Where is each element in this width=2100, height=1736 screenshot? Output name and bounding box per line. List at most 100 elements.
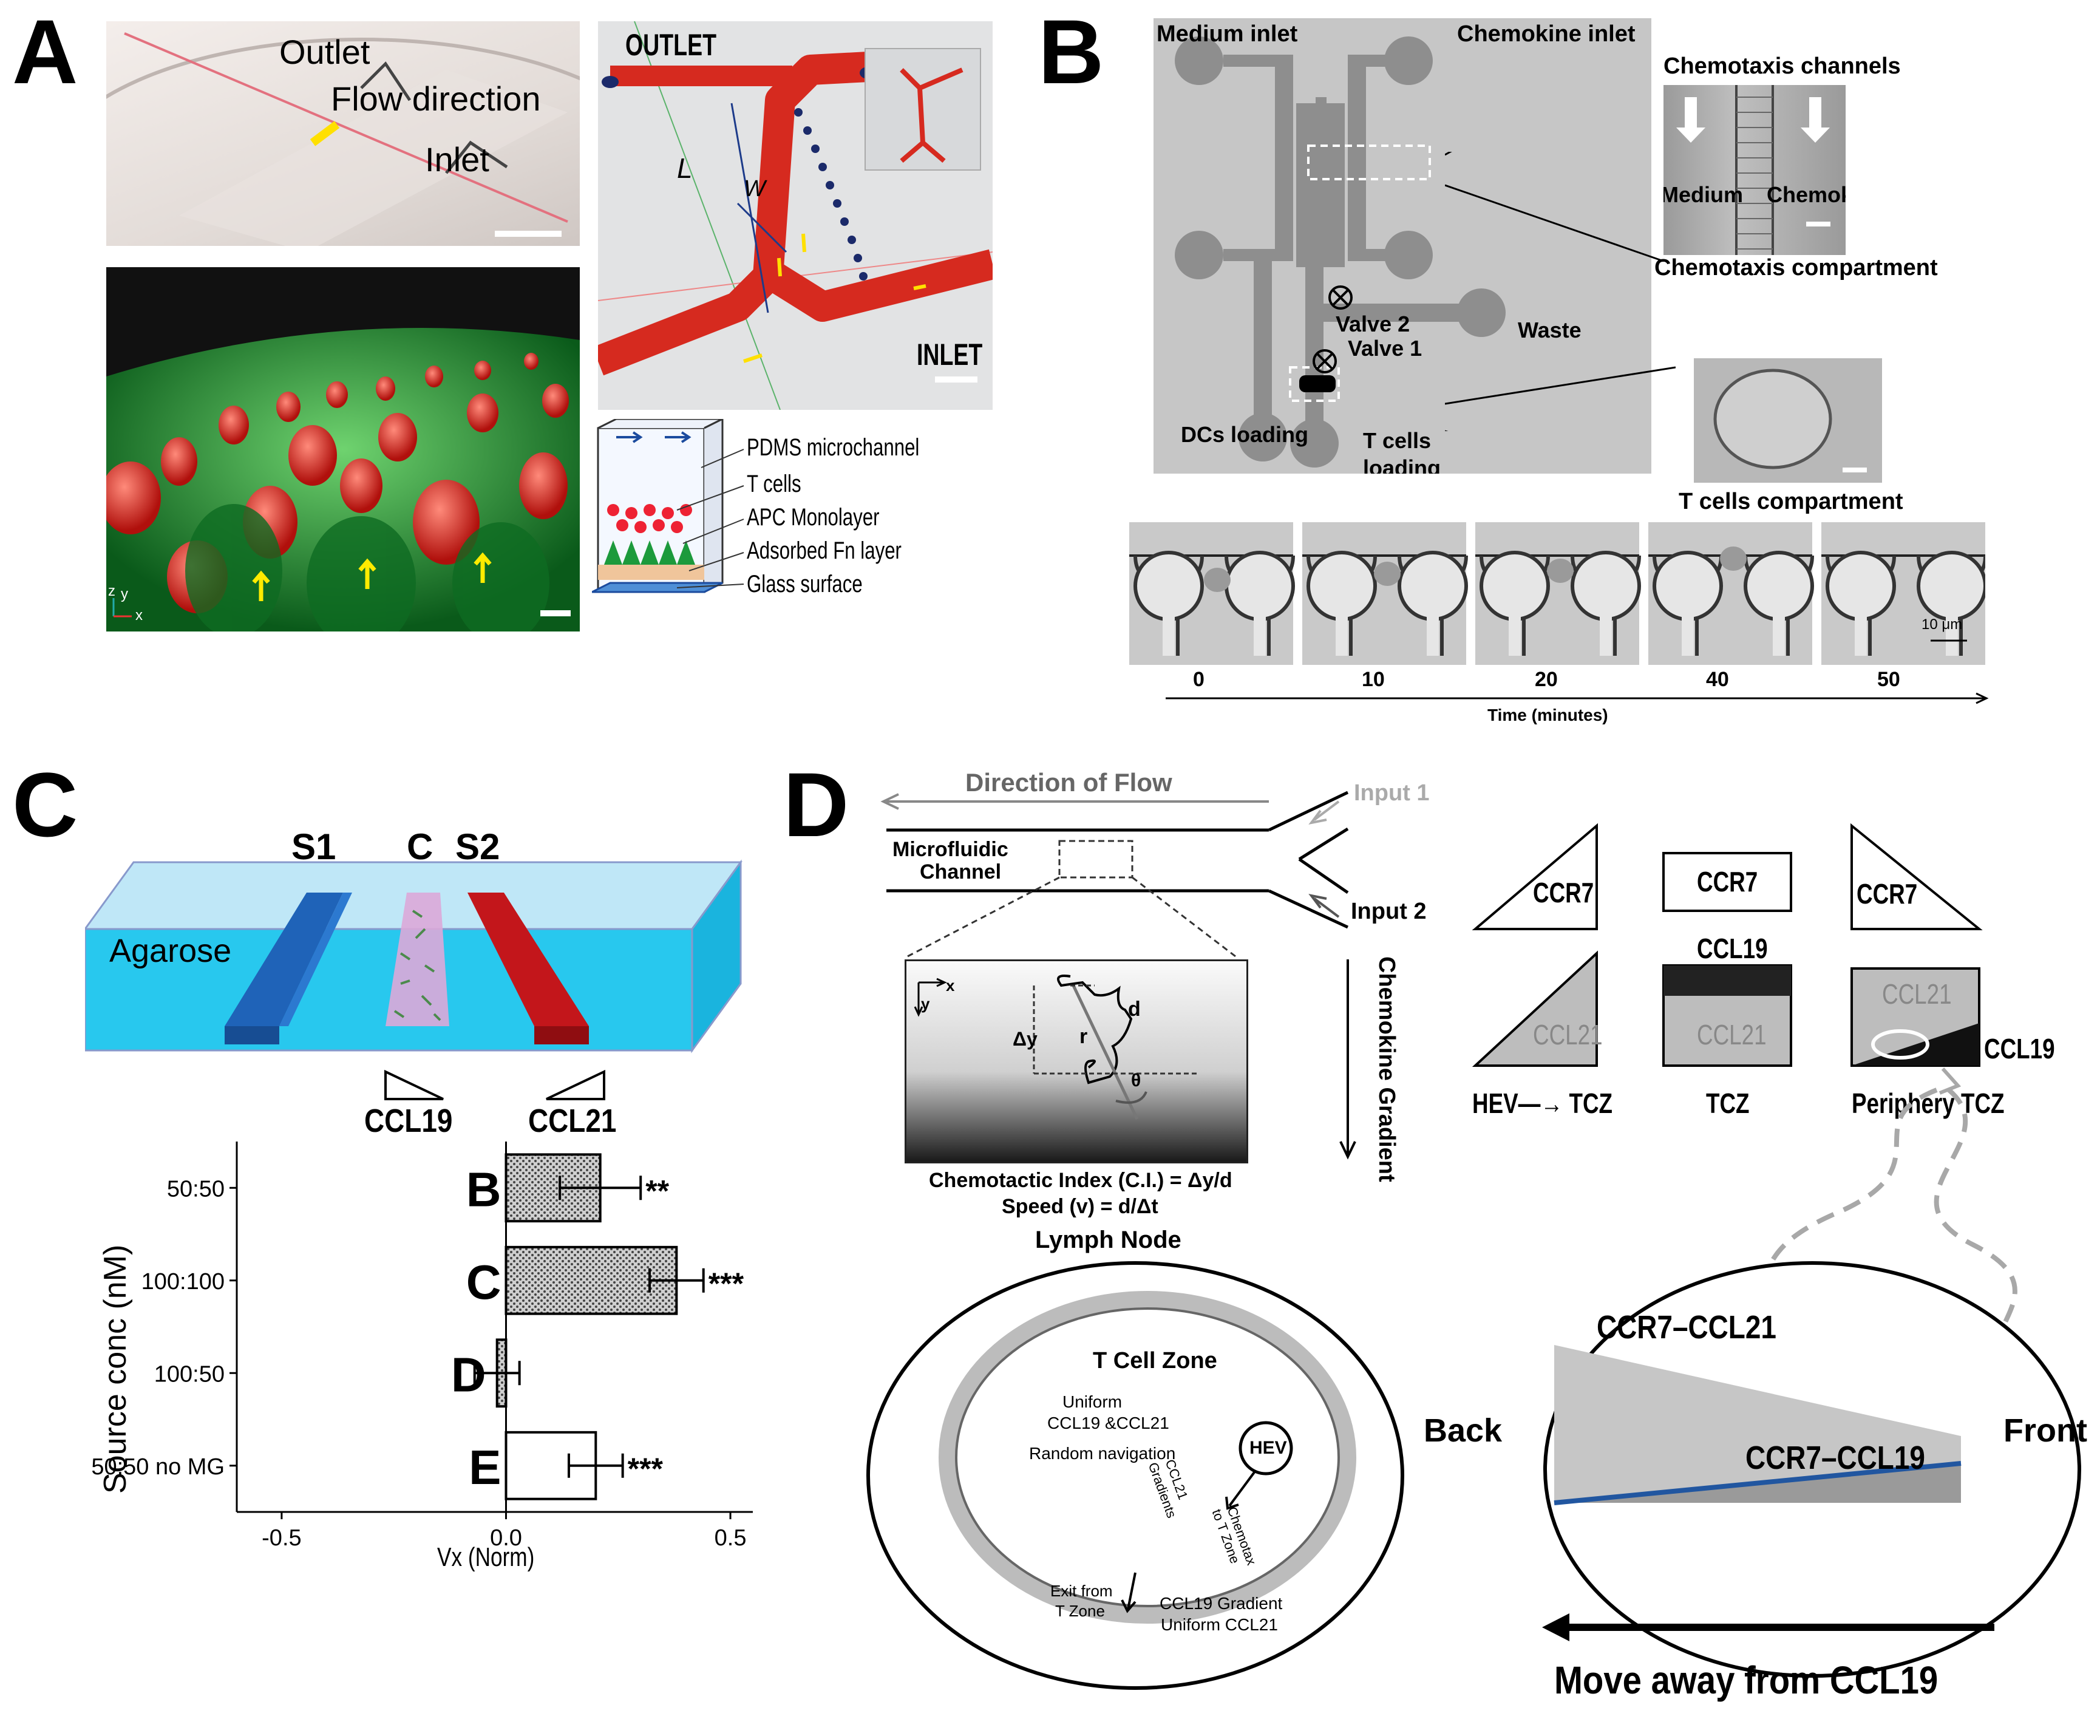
uniform-ccl21-label: Uniform CCL21	[1161, 1615, 1278, 1634]
time-tick-50: 50	[1877, 668, 1900, 691]
axis-x: x	[135, 607, 143, 624]
agarose-label: Agarose	[109, 933, 232, 969]
medium-inlet-label: Medium inlet	[1157, 21, 1298, 47]
ccr7-tcz: CCR7	[1697, 866, 1758, 897]
chemokine-label: Chemokine	[1767, 182, 1846, 207]
category-label: 100:50	[154, 1361, 225, 1387]
ccr7-ccl21-label: CCR7–CCL21	[1597, 1309, 1776, 1346]
inlet-render-label: INLET	[917, 338, 983, 372]
ccr7-hev-wedge: CCR7	[1533, 877, 1594, 908]
lymph-node-label: Lymph Node	[1035, 1227, 1181, 1253]
bar-letter-label: E	[469, 1440, 501, 1494]
exit-label-2: T Zone	[1055, 1602, 1105, 1620]
time-tick-0: 0	[1193, 668, 1205, 691]
axis-x-label-d: x	[946, 976, 955, 995]
outlet-label: Outlet	[279, 33, 370, 71]
panel-label-b: B	[1038, 1, 1104, 103]
input1-label: Input 1	[1354, 780, 1430, 806]
device-photo: Outlet Flow direction Inlet	[106, 21, 580, 246]
direction-of-flow-label: Direction of Flow	[965, 768, 1172, 797]
d-label: d	[1128, 998, 1141, 1021]
width-label: W	[744, 176, 766, 202]
chemotaxis-micrograph: Medium Chemokine	[1663, 85, 1846, 255]
legend-fn: Adsorbed Fn layer	[747, 537, 902, 564]
valve1-label: Valve 1	[1348, 336, 1422, 361]
legend-pdms: PDMS microchannel	[747, 434, 920, 461]
timelapse-strip: 10 μm	[1129, 522, 1985, 665]
bar-letter-label: B	[466, 1162, 501, 1216]
legend-glass: Glass surface	[747, 571, 863, 597]
chip-schematic: Medium inlet Chemokine inlet Valve 2 Was…	[1154, 18, 1651, 474]
time-tick-40: 40	[1706, 668, 1729, 691]
panel-label-d: D	[783, 754, 849, 856]
gradient-arrow	[1339, 959, 1356, 1160]
category-label: 100:100	[141, 1269, 225, 1295]
theta-label: θ	[1131, 1071, 1141, 1091]
ccl19-label: CCL19	[364, 1103, 453, 1139]
tcells-compartment-label: T cells compartment	[1679, 489, 1903, 514]
legend-apc: APC Monolayer	[747, 504, 880, 531]
outlet-render-label: OUTLET	[625, 28, 716, 62]
legend-tcells: T cells	[747, 471, 801, 497]
gradient-wedges	[384, 1069, 605, 1100]
zoom-dash-lines	[907, 876, 1236, 958]
chart-xlabel: Vx (Norm)	[437, 1542, 535, 1572]
move-arrow	[1542, 1613, 1994, 1641]
significance-label: ***	[628, 1452, 664, 1486]
x-tick-label: 0.5	[715, 1525, 747, 1551]
uniform-label-1: Uniform	[1062, 1392, 1123, 1411]
input2-label: Input 2	[1351, 899, 1427, 924]
length-label: L	[677, 152, 693, 184]
microfluidic-label-2: Channel	[920, 860, 1002, 883]
exit-label-1: Exit from	[1050, 1582, 1113, 1600]
t-cell-zone-label: T Cell Zone	[1093, 1348, 1217, 1373]
axis-z: z	[108, 583, 115, 599]
time-axis-label: Time (minutes)	[1487, 706, 1608, 724]
speed-formula: Speed (v) = d/Δt	[1002, 1195, 1158, 1218]
zoom-lines	[1445, 152, 1676, 431]
microfluidic-label-1: Microfluidic	[892, 838, 1008, 861]
tcells-loading-label-2: loading	[1363, 455, 1441, 474]
significance-label: **	[645, 1174, 669, 1208]
bar-letter-label: C	[466, 1255, 501, 1309]
delta-y-label: Δy	[1013, 1028, 1038, 1050]
channel-render: OUTLET INLET L W	[598, 21, 993, 410]
ccr7-periphery: CCR7	[1857, 878, 1918, 910]
ccl21-label: CCL21	[528, 1103, 617, 1139]
device-schematic: PDMS microchannel T cells APC Monolayer …	[592, 419, 993, 625]
ccl19-tcz: CCL19	[1697, 933, 1768, 964]
ccl19-periphery: CCL19	[1984, 1033, 2055, 1064]
axis-y-label-d: y	[921, 995, 930, 1013]
ccl21-periphery: CCL21	[1882, 978, 1952, 1010]
tcell-compartment-micrograph	[1694, 358, 1882, 483]
ccl19-gradient-label: CCL19 Gradient	[1160, 1594, 1283, 1613]
back-label: Back	[1424, 1412, 1503, 1449]
migrating-cell-diagram: CCR7–CCL21 CCR7–CCL19	[1512, 1044, 2095, 1682]
valve2-label: Valve 2	[1336, 311, 1410, 336]
ccr7-gradient-wedges: CCR7 CCL21 CCR7 CCL19 CCL21 CCR7 CCL21 C…	[1469, 823, 2055, 1139]
medium-label: Medium	[1663, 182, 1744, 207]
front-label: Front	[2003, 1412, 2087, 1449]
c-label: C	[407, 826, 433, 867]
category-label: 50:50	[167, 1176, 225, 1202]
random-navigation-label: Random navigation	[1029, 1444, 1176, 1463]
microfluidic-channel-diagram: Direction of Flow Input 1 Input 2 Microf…	[874, 762, 1469, 932]
s1-label: S1	[291, 826, 336, 867]
flow-direction-label: Flow direction	[331, 80, 541, 118]
chemotactic-index-formula: Chemotactic Index (C.I.) = Δy/d	[929, 1169, 1232, 1192]
ccr7-ccl19-label: CCR7–CCL19	[1745, 1440, 1925, 1476]
inlet-label: Inlet	[425, 140, 489, 179]
ccl21-hev-wedge: CCL21	[1533, 1019, 1603, 1050]
uniform-label-2: CCL19 &CCL21	[1047, 1414, 1169, 1432]
chemokine-gradient-label: Chemokine Gradient	[1374, 956, 1399, 1182]
dcs-loading-label: DCs loading	[1181, 422, 1309, 447]
hev-label: HEV	[1249, 1438, 1287, 1458]
time-tick-20: 20	[1535, 668, 1558, 691]
axis-y: y	[121, 586, 128, 602]
waste-label: Waste	[1518, 318, 1582, 342]
time-axis: 0 10 20 40 50 Time (minutes)	[1129, 668, 1997, 729]
cell-3d-render: z y x	[106, 267, 580, 631]
timelapse-scale: 10 μm	[1922, 616, 1963, 633]
